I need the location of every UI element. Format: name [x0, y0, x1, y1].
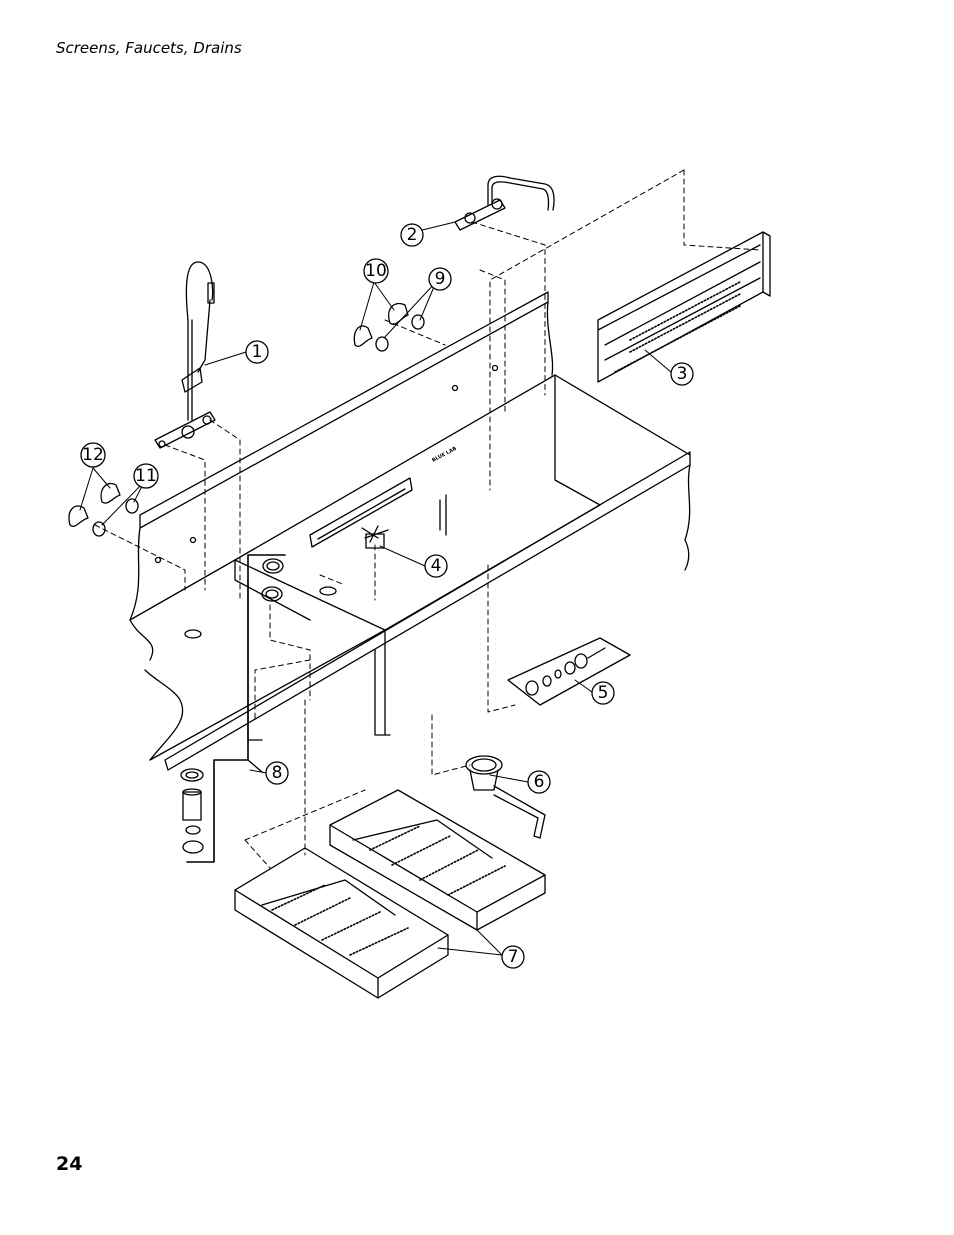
svg-text:7: 7: [508, 947, 519, 967]
drain-assembly-parts: [507, 637, 631, 706]
splash-screen: [597, 231, 771, 383]
pre-rinse-faucet: [154, 261, 216, 449]
callout-10: 10: [363, 258, 389, 284]
svg-text:6: 6: [534, 772, 545, 792]
svg-text:12: 12: [82, 445, 104, 465]
sink-drainboard: [129, 451, 691, 771]
page-header: Screens, Faucets, Drains: [56, 39, 242, 57]
svg-text:4: 4: [431, 556, 442, 576]
svg-text:11: 11: [135, 466, 157, 486]
svg-text:8: 8: [272, 763, 283, 783]
faucet-elbows-left: [68, 482, 139, 537]
sink-basin: [234, 374, 691, 741]
drain-tube-components: [180, 554, 286, 863]
callout-1: 1: [245, 340, 269, 364]
drain-tray-lower: [234, 847, 449, 999]
callout-8: 8: [265, 761, 289, 785]
callout-12: 12: [80, 442, 106, 468]
svg-text:5: 5: [598, 683, 609, 703]
callout-7: 7: [501, 945, 525, 969]
svg-text:9: 9: [435, 269, 446, 289]
callout-3: 3: [670, 362, 694, 386]
callout-4: 4: [424, 554, 448, 578]
svg-text:10: 10: [365, 261, 387, 281]
faucet-elbows-right: [353, 302, 425, 352]
callout-leaders: [79, 221, 673, 956]
drain-tray-upper: [329, 789, 546, 931]
sink-brand-label: BLUE LAB: [431, 446, 458, 464]
svg-text:2: 2: [407, 225, 418, 245]
page-number: 24: [56, 1153, 83, 1175]
callout-2: 2: [400, 223, 424, 247]
callout-6: 6: [527, 770, 551, 794]
sink-backsplash: [129, 291, 554, 661]
wall-faucet: [454, 175, 555, 231]
lever-waste-drain: [465, 755, 546, 839]
svg-text:3: 3: [677, 364, 688, 384]
svg-text:1: 1: [252, 342, 263, 362]
assembly-guide-lines: [94, 169, 761, 869]
callout-9: 9: [428, 267, 452, 291]
callout-11: 11: [133, 463, 159, 489]
callout-5: 5: [591, 681, 615, 705]
